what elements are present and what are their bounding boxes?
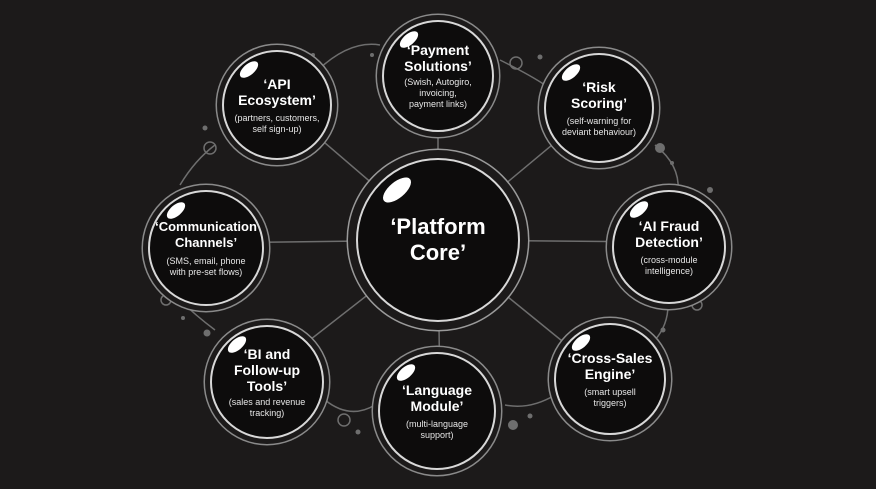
bubble-dot xyxy=(355,429,361,435)
module-title: ‘API Ecosystem’ xyxy=(238,75,316,108)
orbit-arc-4 xyxy=(654,304,669,341)
module-description: (multi-language support) xyxy=(405,418,469,440)
bubble-dot xyxy=(311,53,315,57)
bubble-dot xyxy=(203,329,211,337)
bubble-dot xyxy=(670,161,674,165)
module-title: ‘Cross-Sales Engine’ xyxy=(567,349,653,382)
module-payment-solutions[interactable]: ‘Payment Solutions’ (Swish, Autogiro, in… xyxy=(382,20,494,132)
bubble-dot xyxy=(202,125,208,131)
module-description: (Swish, Autogiro, invoicing, payment lin… xyxy=(404,77,472,109)
module-title: ‘AI Fraud Detection’ xyxy=(635,217,703,250)
bubble-dot xyxy=(509,56,523,70)
bubble-dot xyxy=(337,413,351,427)
module-api-ecosystem[interactable]: ‘API Ecosystem’ (partners, customers, se… xyxy=(222,50,332,160)
module-risk-scoring[interactable]: ‘Risk Scoring’ (self-warning for deviant… xyxy=(544,53,654,163)
module-title: ‘Communication Channels’ xyxy=(155,218,257,250)
module-title: ‘BI and Follow-up Tools’ xyxy=(233,345,301,394)
bubble-dot xyxy=(203,141,217,155)
module-language-module[interactable]: ‘Language Module’ (multi-language suppor… xyxy=(378,352,496,470)
node-ring xyxy=(382,20,494,132)
node-ring xyxy=(222,50,332,160)
module-description: (sales and revenue tracking) xyxy=(228,396,306,418)
orbit-arc-1 xyxy=(317,43,381,71)
bubble-dot xyxy=(537,54,543,60)
orbit-arc-7 xyxy=(179,299,216,331)
module-description: (self-warning for deviant behaviour) xyxy=(561,115,637,137)
bubble-dot xyxy=(707,187,713,193)
module-description: (cross-module intelligence) xyxy=(640,254,698,276)
module-title: ‘Risk Scoring’ xyxy=(570,78,627,111)
module-communication-channels[interactable]: ‘Communication Channels’ (SMS, email, ph… xyxy=(148,190,264,306)
node-ring xyxy=(356,158,520,322)
module-cross-sales-engine[interactable]: ‘Cross-Sales Engine’ (smart upsell trigg… xyxy=(554,323,666,435)
orbit-arc-6 xyxy=(324,399,376,413)
bubble-dot xyxy=(660,327,666,333)
bubble-dot xyxy=(691,299,703,311)
platform-core-node[interactable]: ‘Platform Core’ xyxy=(356,158,520,322)
bubble-dot xyxy=(370,53,374,57)
bubble-dot xyxy=(181,316,185,320)
bubble-dot xyxy=(160,294,172,306)
core-title: ‘Platform Core’ xyxy=(390,214,486,265)
module-description: (SMS, email, phone with pre-set flows) xyxy=(166,255,246,277)
module-description: (smart upsell triggers) xyxy=(584,386,636,408)
bubble-dot xyxy=(527,413,533,419)
bubble-dot xyxy=(655,143,665,153)
module-description: (partners, customers, self sign-up) xyxy=(234,112,320,134)
module-title: ‘Payment Solutions’ xyxy=(404,42,472,74)
orbit-arc-5 xyxy=(504,394,556,407)
bubble-dot xyxy=(508,420,518,430)
orbit-arc-2 xyxy=(499,59,546,86)
node-ring xyxy=(544,53,654,163)
module-ai-fraud-detection[interactable]: ‘AI Fraud Detection’ (cross-module intel… xyxy=(612,190,726,304)
orbit-arc-8 xyxy=(179,144,216,186)
node-ring xyxy=(148,190,264,306)
module-bi-follow-up-tools[interactable]: ‘BI and Follow-up Tools’ (sales and reve… xyxy=(210,325,324,439)
module-title: ‘Language Module’ xyxy=(401,381,472,414)
